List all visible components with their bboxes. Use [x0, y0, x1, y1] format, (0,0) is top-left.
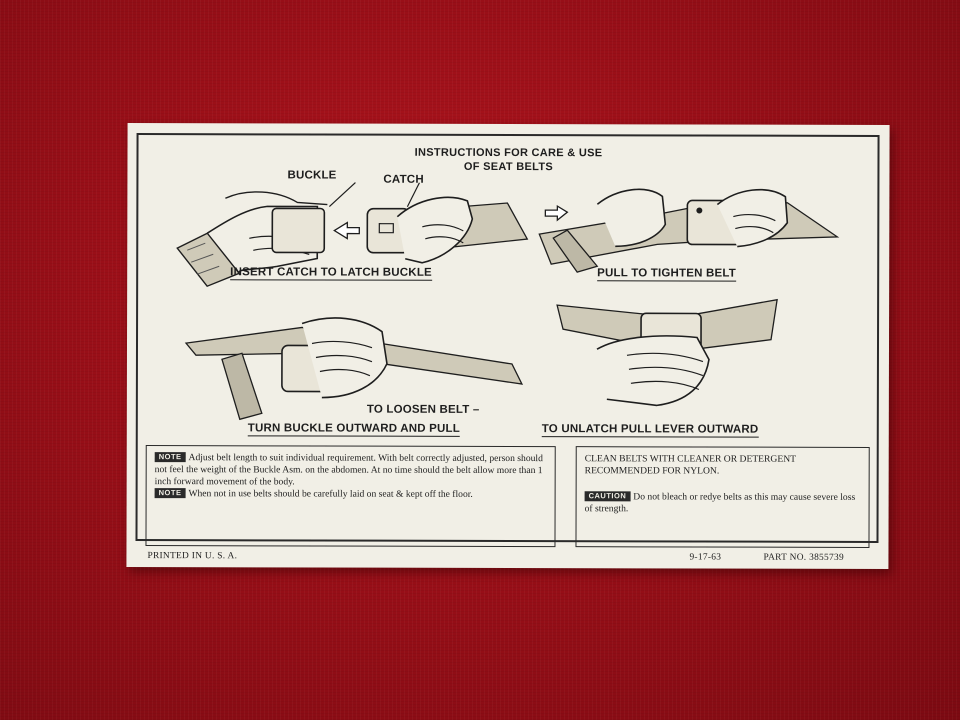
note-tag-1: NOTE	[154, 452, 186, 463]
loosen-belt-illustration	[184, 317, 524, 421]
care-text: CLEAN BELTS WITH CLEANER OR DETERGENT RE…	[584, 453, 796, 477]
note-1-text: Adjust belt length to suit individual re…	[154, 452, 543, 488]
card-title: INSTRUCTIONS FOR CARE & USE OF SEAT BELT…	[127, 145, 889, 175]
caption-loosen-line-1: TO LOOSEN BELT –	[366, 403, 480, 416]
unlatch-lever-illustration	[556, 298, 778, 407]
caution-tag: CAUTION	[584, 491, 631, 502]
caption-insert-catch: INSERT CATCH TO LATCH BUCKLE	[230, 266, 432, 281]
title-line-2: OF SEAT BELTS	[463, 160, 554, 174]
note-2-text: When not in use belts should be carefull…	[188, 488, 473, 500]
caption-tighten-belt: PULL TO TIGHTEN BELT	[597, 267, 737, 282]
tighten-belt-illustration	[538, 188, 840, 273]
footer-part-number: PART NO. 3855739	[763, 552, 845, 563]
footer-date: 9-17-63	[689, 552, 722, 563]
insert-catch-illustration	[176, 182, 529, 288]
seat-belt-instruction-card: INSTRUCTIONS FOR CARE & USE OF SEAT BELT…	[126, 123, 890, 569]
caption-unlatch-lever: TO UNLATCH PULL LEVER OUTWARD	[541, 423, 759, 438]
caption-loosen-line-2: TURN BUCKLE OUTWARD AND PULL	[247, 422, 460, 437]
note-tag-2: NOTE	[154, 488, 186, 499]
care-box: CLEAN BELTS WITH CLEANER OR DETERGENT RE…	[575, 446, 870, 548]
footer-printed: PRINTED IN U. S. A.	[147, 551, 238, 562]
